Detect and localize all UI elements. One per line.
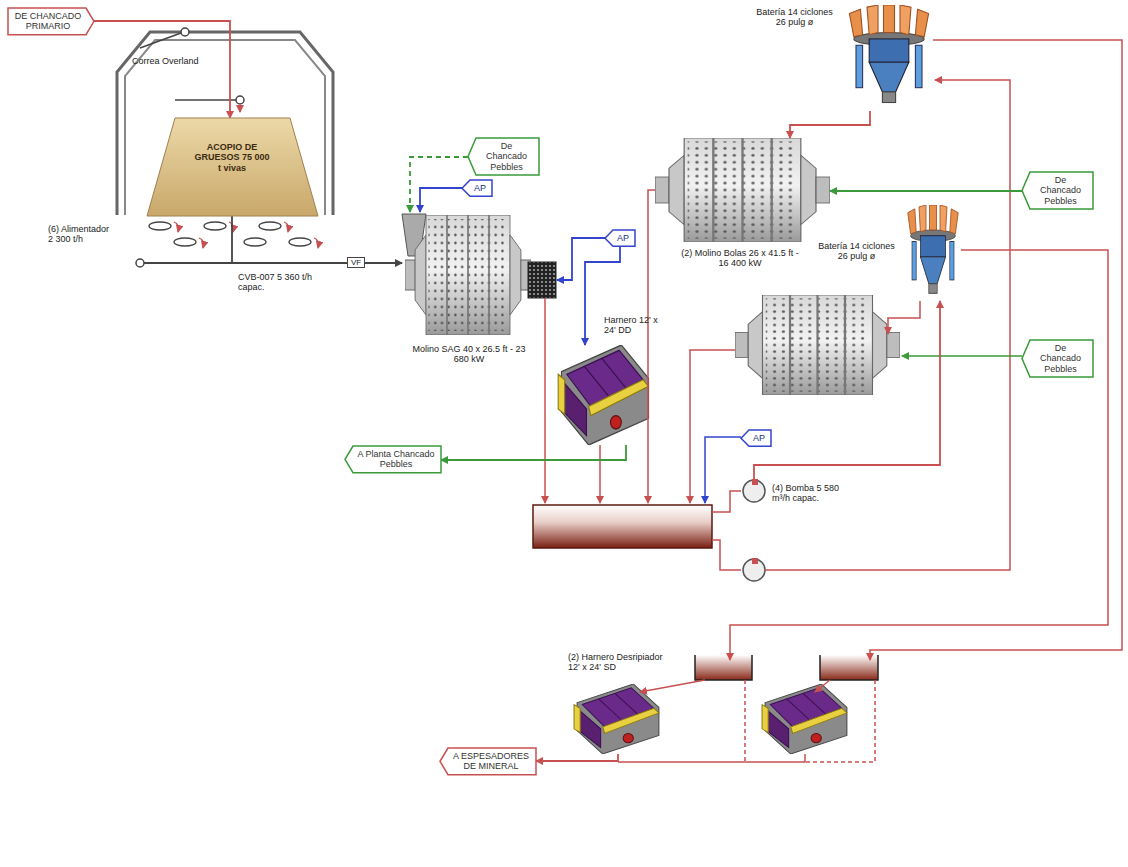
source-tag: De Chancado Pebbles (1022, 340, 1093, 377)
equipment-label: Harnero 12' x 24' DD (604, 315, 659, 336)
source-tag: De Chancado Pebbles (468, 138, 539, 175)
process-line (420, 188, 462, 212)
process-line (536, 754, 618, 761)
equipment-note: CVB-007 5 360 t/h capac. (238, 272, 313, 293)
equipment-label: Molino SAG 40 x 26.5 ft - 23 680 kW (404, 344, 534, 365)
process-line (830, 190, 1022, 192)
equipment-label: (4) Bomba 5 580 m³/h capac. (772, 483, 852, 504)
tag-label: De Chancado Pebbles (479, 141, 534, 172)
destination-tag: A Planta Chancado Pebbles (345, 446, 441, 473)
vibrating-screen: Harnero 12' x 24' DD (556, 345, 654, 445)
equipment-note: (6) Alimentador 2 300 t/h (48, 224, 110, 245)
process-line (790, 111, 870, 138)
water-tag: AP (605, 230, 635, 246)
equipment-label: (2) Molino Bolas 26 x 41.5 ft - 16 400 k… (680, 248, 800, 269)
stockpile: ACOPIO DE GRUESOS 75 000 t vivas (147, 118, 318, 216)
equipment-label: ACOPIO DE GRUESOS 75 000 t vivas (192, 142, 272, 173)
cyclone-battery: Batería 14 ciclones 26 pulg ø (905, 205, 961, 301)
tag-label: A ESPESADORES DE MINERAL (451, 751, 531, 772)
equipment-label: (2) Harnero Desripiador 12' x 24' SD (568, 652, 668, 673)
equipment-label: Batería 14 ciclones 26 pulg ø (814, 241, 899, 262)
tag-label: DE CHANCADO PRIMARIO (13, 11, 83, 32)
tag-label: AP (752, 433, 766, 443)
process-line (754, 301, 940, 479)
source-tag: DE CHANCADO PRIMARIO (8, 8, 94, 35)
destination-tag: A ESPESADORES DE MINERAL (440, 748, 536, 775)
sag-mill: Molino SAG 40 x 26.5 ft - 23 680 kW (402, 212, 557, 338)
tag-label: AP (473, 183, 487, 193)
tag-label: De Chancado Pebbles (1033, 175, 1088, 206)
tag-label: AP (616, 233, 630, 243)
instrument-tag: VF (347, 257, 365, 268)
process-line (94, 21, 230, 118)
water-tag: AP (741, 430, 771, 446)
cyclone-battery: Batería 14 ciclones 26 pulg ø (845, 5, 933, 111)
equipment-label: Batería 14 ciclones 26 pulg ø (752, 7, 837, 28)
source-tag: De Chancado Pebbles (1022, 172, 1093, 209)
trash-screen: (2) Harnero Desripiador 12' x 24' SD (572, 684, 664, 754)
pump: (4) Bomba 5 580 m³/h capac. (742, 479, 766, 503)
process-line (410, 157, 468, 212)
equipment-note: Correa Overland (132, 56, 202, 66)
tag-label: De Chancado Pebbles (1033, 343, 1088, 374)
process-line (232, 216, 402, 263)
ball-mill: (2) Molino Bolas 26 x 41.5 ft - 16 400 k… (655, 138, 830, 242)
tag-label: A Planta Chancado Pebbles (356, 449, 436, 470)
process-line (441, 445, 626, 460)
water-tag: AP (462, 180, 492, 196)
process-line (557, 238, 605, 280)
